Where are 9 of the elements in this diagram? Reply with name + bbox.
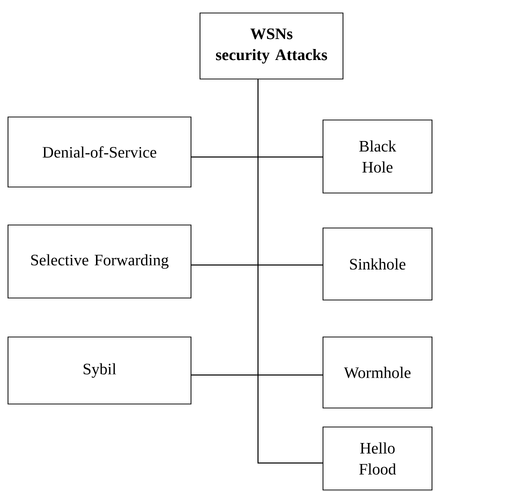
attack-box: Wormhole <box>322 336 432 408</box>
connector-line <box>258 78 324 464</box>
attack-box: Sybil <box>8 336 192 404</box>
attack-box: Denial-of-Service <box>8 116 192 188</box>
attack-box: Selective Forwarding <box>8 224 192 298</box>
attack-box: Hello Flood <box>322 426 432 490</box>
attack-box: Black Hole <box>322 120 432 194</box>
title-box: WSNs security Attacks <box>200 12 344 80</box>
attack-box: Sinkhole <box>322 228 432 300</box>
